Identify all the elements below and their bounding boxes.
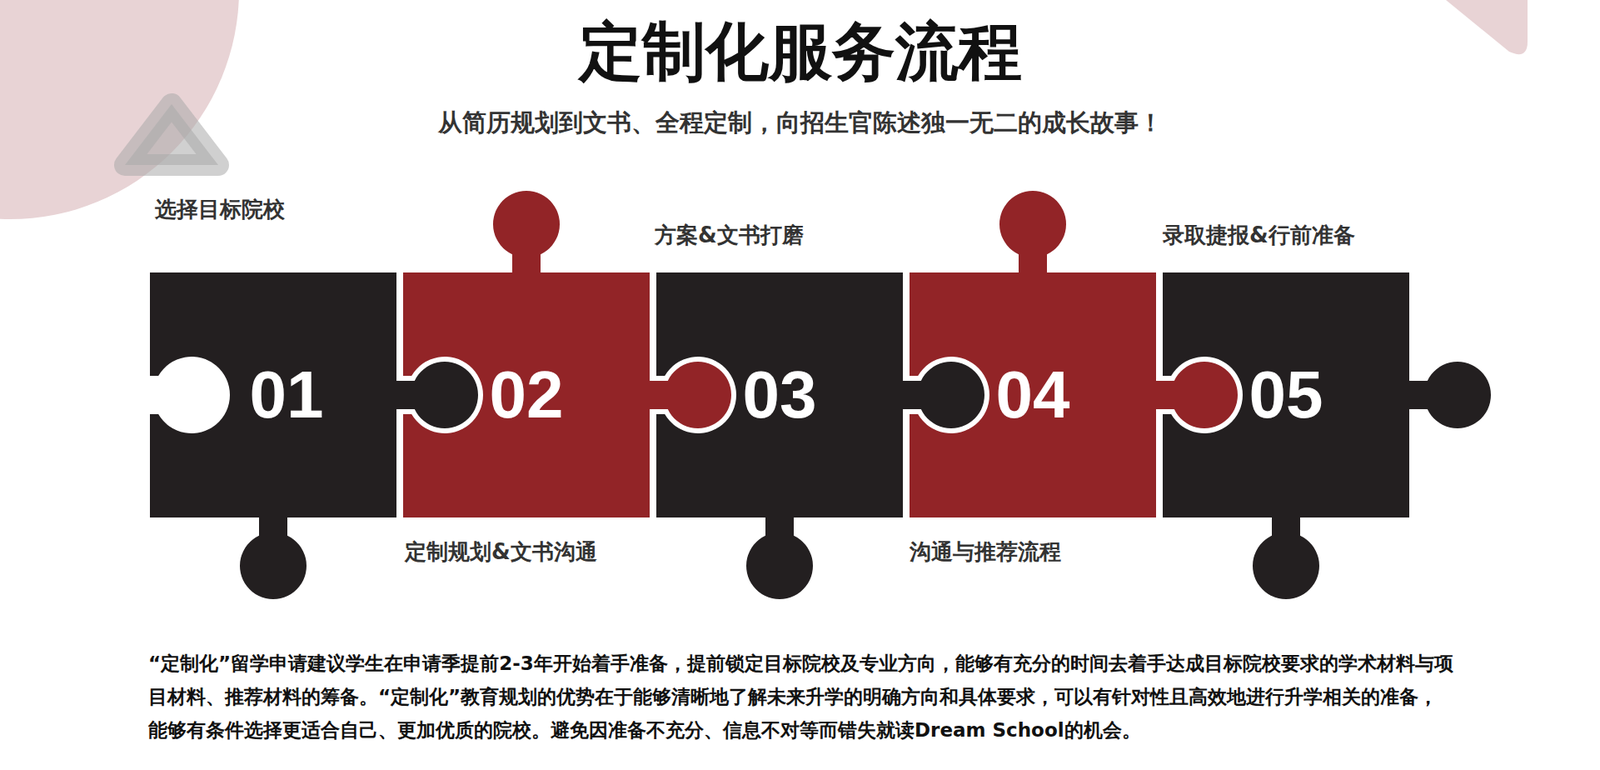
piece-outline <box>1162 272 1491 599</box>
pink-corner <box>1445 0 1528 55</box>
step-label: 沟通与推荐流程 <box>909 537 1062 566</box>
puzzle-piece: 沟通与推荐流程04 <box>909 272 1157 518</box>
puzzle-piece: 方案&文书打磨03 <box>656 272 903 518</box>
step-number: 02 <box>403 272 650 518</box>
caption-text: “定制化”留学申请建议学生在申请季提前2-3年开始着手准备，提前锁定目标院校及专… <box>148 646 1456 747</box>
step-label: 方案&文书打磨 <box>654 220 804 250</box>
page-title: 定制化服务流程 <box>0 13 1600 90</box>
subtitle: 从简历规划到文书、全程定制，向招生官陈述独一无二的成长故事！ <box>0 106 1600 139</box>
step-number: 04 <box>909 272 1157 518</box>
puzzle-piece: 定制规划&文书沟通02 <box>403 272 650 518</box>
step-label: 选择目标院校 <box>154 194 285 224</box>
step-label: 定制规划&文书沟通 <box>404 537 598 566</box>
step-number: 05 <box>1162 272 1410 518</box>
step-label: 录取捷报&行前准备 <box>1162 220 1356 250</box>
grey-triangle <box>124 104 219 165</box>
puzzle-piece: 选择目标院校01 <box>149 272 397 518</box>
step-number: 01 <box>149 272 397 518</box>
pink-circle <box>0 0 240 220</box>
puzzle-piece: 录取捷报&行前准备05 <box>1162 272 1410 518</box>
step-number: 03 <box>656 272 903 518</box>
